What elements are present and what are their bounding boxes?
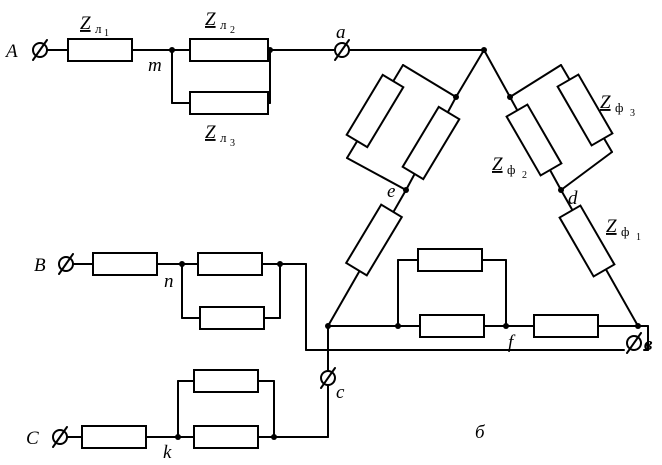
label-zf3: Z ф 3: [600, 92, 635, 119]
resistor-line-c: [81, 425, 147, 449]
svg-text:л: л: [95, 21, 102, 36]
resistor-line-b-parallel-lower: [199, 306, 265, 330]
label-node-e: e: [387, 181, 395, 202]
resistor-delta-left-b: [401, 105, 461, 181]
svg-text:ф: ф: [621, 224, 629, 239]
label-zl2: Z л 2: [205, 9, 235, 36]
svg-text:3: 3: [230, 138, 235, 149]
label-node-k: k: [163, 442, 172, 463]
svg-text:1: 1: [104, 28, 109, 39]
node-n-dot: [179, 261, 185, 267]
label-terminal-c-inner: c: [336, 382, 345, 403]
terminal-v: [626, 332, 642, 354]
node-dot: [395, 323, 401, 329]
label-terminal-a: A: [4, 41, 18, 62]
label-node-m: m: [148, 55, 162, 76]
resistor-zl1: [67, 38, 133, 62]
label-node-n: n: [164, 271, 174, 292]
terminal-c-outer: [52, 426, 68, 448]
label-zf2: Z ф 2: [492, 154, 527, 181]
svg-text:ф: ф: [507, 162, 515, 177]
svg-text:3: 3: [630, 108, 635, 119]
resistor-zf3: [556, 73, 614, 147]
label-terminal-c: C: [26, 428, 39, 449]
resistor-line-b-parallel-upper: [197, 252, 263, 276]
label-node-f: f: [508, 332, 516, 353]
label-zl1: Z л 1: [80, 13, 109, 39]
resistor-line-c-parallel-upper: [193, 369, 259, 393]
node-dot: [277, 261, 283, 267]
node-dot: [453, 94, 459, 100]
svg-text:Z: Z: [205, 122, 216, 143]
svg-text:2: 2: [522, 170, 527, 181]
svg-text:Z: Z: [492, 154, 503, 175]
terminal-a-inner: [334, 39, 350, 61]
svg-text:Z: Z: [600, 92, 611, 113]
label-node-d: d: [568, 188, 578, 209]
resistor-zl2: [189, 38, 269, 62]
line-c-wiring: [63, 325, 329, 438]
terminal-c-inner: [320, 367, 336, 389]
svg-text:л: л: [220, 130, 227, 145]
resistor-delta-left-a: [345, 73, 405, 149]
line-b-wiring: [65, 263, 649, 351]
label-terminal-v: в: [644, 334, 653, 355]
node-f-dot: [503, 323, 509, 329]
label-terminal-b: B: [34, 255, 46, 276]
resistor-delta-left-lower: [344, 203, 404, 277]
resistor-zl3: [189, 91, 269, 115]
label-terminal-a-inner: a: [336, 22, 346, 43]
node-dot: [271, 434, 277, 440]
resistor-delta-bottom-upper: [417, 248, 483, 272]
svg-text:2: 2: [230, 25, 235, 36]
terminal-b: [58, 253, 74, 275]
svg-text:Z: Z: [80, 13, 91, 34]
svg-text:Z: Z: [606, 216, 617, 237]
svg-text:1: 1: [636, 232, 641, 243]
label-zf1: Z ф 1: [606, 216, 641, 243]
node-m-dot: [169, 47, 175, 53]
resistor-line-b: [92, 252, 158, 276]
resistor-delta-bottom-lower: [419, 314, 485, 338]
svg-text:ф: ф: [615, 100, 623, 115]
svg-text:л: л: [220, 17, 227, 32]
resistor-delta-bottom-right: [533, 314, 599, 338]
svg-text:Z: Z: [205, 9, 216, 30]
node-dot: [507, 94, 513, 100]
terminal-a-outer: [32, 39, 48, 61]
resistor-zf1: [558, 204, 616, 278]
node-dot: [267, 47, 273, 53]
resistor-line-c-parallel-lower: [193, 425, 259, 449]
node-k-dot: [175, 434, 181, 440]
figure-label: б: [475, 422, 486, 443]
resistor-zf2: [505, 103, 563, 177]
label-zl3: Z л 3: [205, 122, 235, 149]
